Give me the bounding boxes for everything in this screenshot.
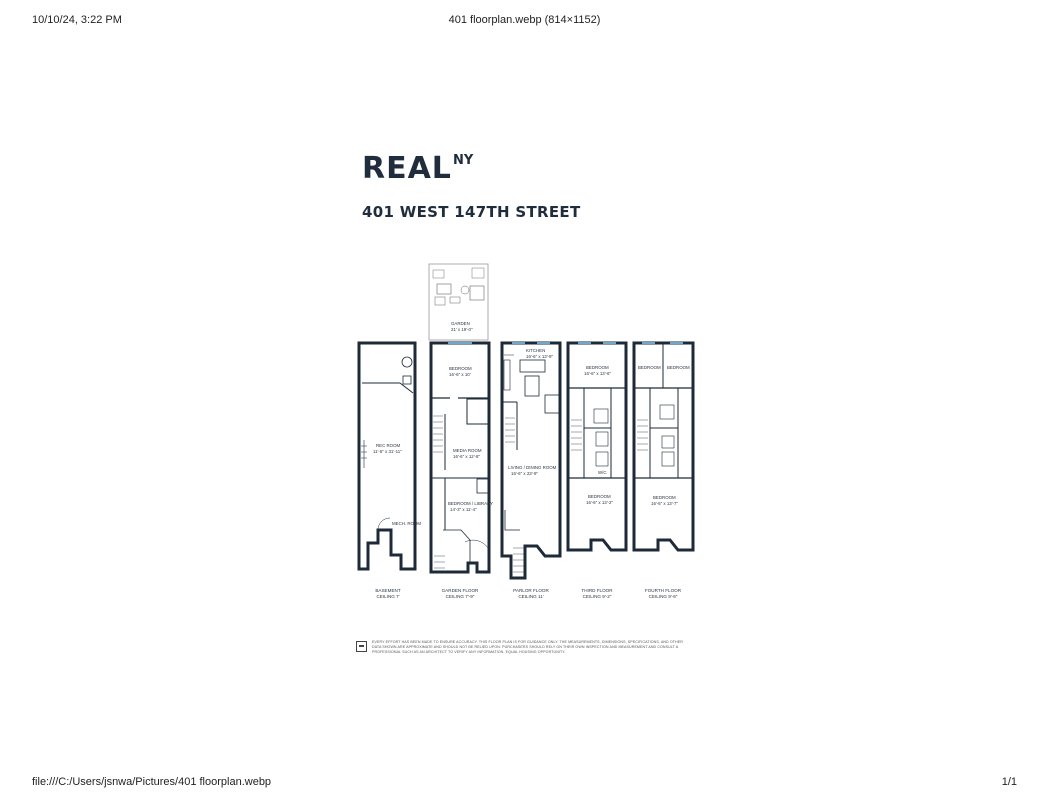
third-floor-plan [566, 341, 628, 552]
room-library-dim: 14'-3" x 11'-4" [450, 507, 477, 512]
print-page-number: 1/1 [1001, 776, 1017, 788]
room-fourth-bedroom-3-dim: 16'-6" x 13'-7" [651, 501, 678, 506]
room-wic: W/C [598, 470, 607, 475]
room-kitchen: KITCHEN [526, 348, 545, 353]
print-title: 401 floorplan.webp (814×1152) [448, 14, 601, 26]
room-living-dim: 16'-6" x 23'-9" [511, 471, 538, 476]
floor-ceiling-parlor: CEILING 11' [518, 594, 543, 599]
room-garden-dim: 21' x 19'-0" [451, 327, 473, 332]
floor-ceiling-basement: CEILING 7' [376, 594, 399, 599]
room-media-dim: 16'-6" x 12'-8" [453, 454, 480, 459]
room-living: LIVING / DINING ROOM [508, 465, 557, 470]
floor-ceiling-third: CEILING 9'-2" [583, 594, 612, 599]
room-kitchen-dim: 16'-6" x 13'-9" [526, 354, 553, 359]
room-garden: GARDEN [451, 321, 470, 326]
room-fourth-bedroom-3: BEDROOM [653, 495, 676, 500]
room-fourth-bedroom-1: BEDROOM [638, 365, 661, 370]
disclaimer-block: EVERY EFFORT HAS BEEN MADE TO ENSURE ACC… [356, 640, 692, 656]
room-third-bedroom-1: BEDROOM [586, 365, 609, 370]
brand-superscript: NY [452, 153, 474, 168]
room-third-bedroom-2-dim: 16'-6" x 13'-2" [586, 500, 613, 505]
garden-floor-plan [428, 263, 491, 574]
brand-name: REAL [362, 151, 452, 186]
room-rec-dim: 11'-5" x 31'-11" [373, 449, 402, 454]
floor-label-garden: GARDEN FLOOR [442, 588, 479, 593]
disclaimer-text: EVERY EFFORT HAS BEEN MADE TO ENSURE ACC… [372, 640, 683, 655]
room-garden-bedroom-dim: 16'-6" x 10' [449, 372, 471, 377]
print-datetime: 10/10/24, 3:22 PM [32, 14, 122, 26]
floor-label-third: THIRD FLOOR [581, 588, 613, 593]
room-mech: MECH. ROOM [392, 521, 421, 526]
floor-label-basement: BASEMENT [375, 588, 400, 593]
property-address: 401 WEST 147TH STREET [362, 203, 581, 221]
print-file-path: file:///C:/Users/jsnwa/Pictures/401 floo… [32, 776, 272, 788]
fourth-floor-plan [632, 341, 695, 552]
room-rec: REC ROOM [376, 443, 400, 448]
room-library: BEDROOM / LIBRARY [448, 501, 493, 506]
room-fourth-bedroom-2: BEDROOM [667, 365, 690, 370]
floor-ceiling-fourth: CEILING 9'-6" [649, 594, 678, 599]
room-media: MEDIA ROOM [453, 448, 482, 453]
parlor-floor-plan [500, 341, 562, 580]
room-garden-bedroom: BEDROOM [449, 366, 472, 371]
floor-label-parlor: PARLOR FLOOR [513, 588, 549, 593]
room-third-bedroom-1-dim: 16'-6" x 13'-6" [584, 371, 611, 376]
basement-plan [357, 341, 417, 571]
floor-ceiling-garden: CEILING 7'-9" [446, 594, 475, 599]
equal-housing-icon [356, 641, 367, 652]
brand-logo: REAL NY [362, 152, 473, 186]
room-third-bedroom-2: BEDROOM [588, 494, 611, 499]
floor-label-fourth: FOURTH FLOOR [645, 588, 682, 593]
